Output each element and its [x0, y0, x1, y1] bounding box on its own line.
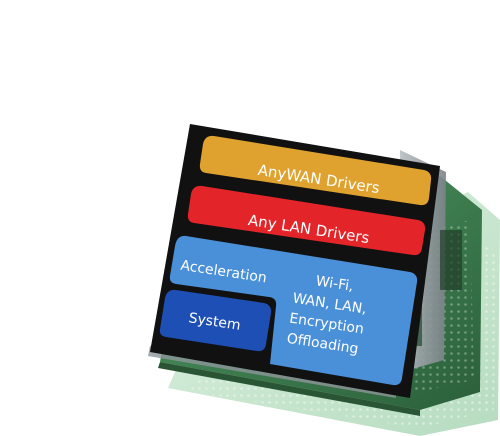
- layer-system: System: [159, 289, 272, 352]
- offload-line-1: Wi-Fi,: [315, 273, 355, 294]
- pcb-board-edge: [158, 362, 420, 416]
- layer-system-label: System: [188, 310, 242, 334]
- layer-acceleration: Acceleration: [169, 235, 418, 386]
- pcb-chip-1: [440, 230, 462, 290]
